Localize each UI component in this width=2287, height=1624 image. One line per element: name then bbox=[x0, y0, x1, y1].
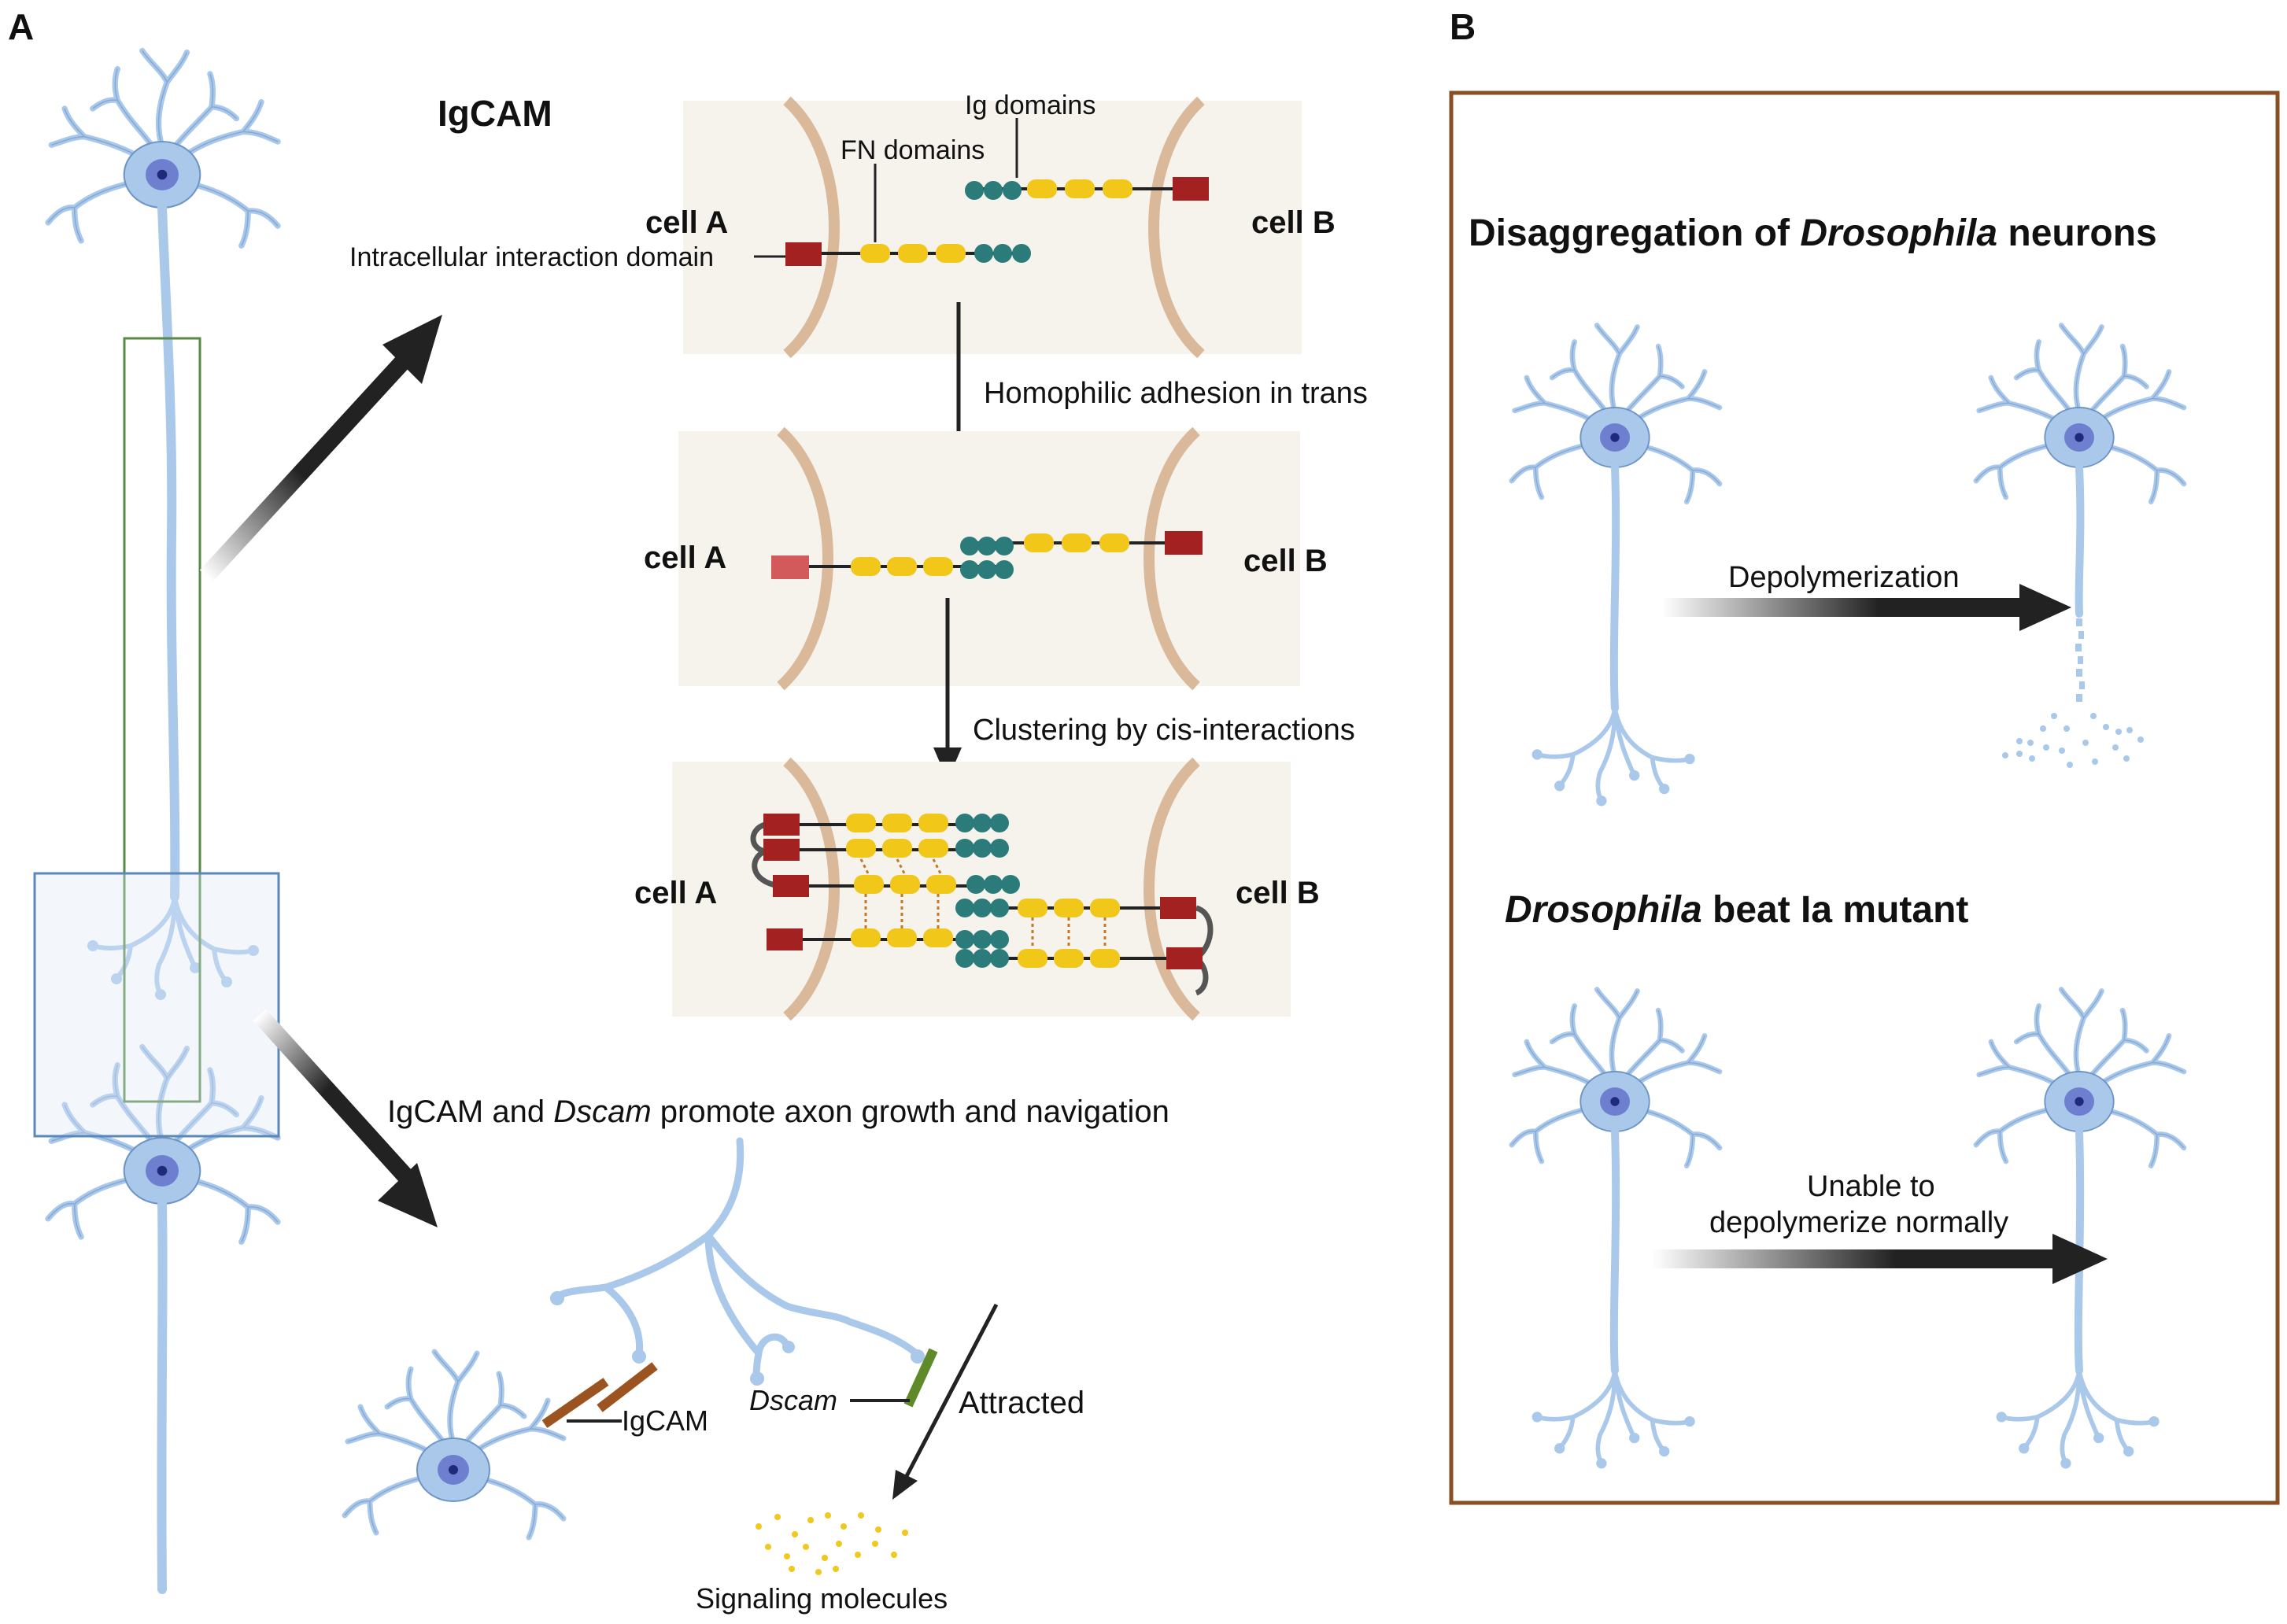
dscam-label: Dscam bbox=[749, 1384, 837, 1416]
panel-b-neuron-2-depolymerized bbox=[1976, 326, 2184, 768]
stage3-cell-a-label: cell A bbox=[634, 876, 717, 910]
depolymerization-arrow bbox=[1662, 584, 2071, 631]
axon-heading-prefix: IgCAM and bbox=[387, 1094, 553, 1129]
unable-arrow bbox=[1653, 1234, 2108, 1284]
dscam-rod bbox=[850, 1348, 938, 1408]
stage1-cell-a-label: cell A bbox=[645, 205, 728, 240]
arrow-to-igcam bbox=[199, 315, 442, 582]
stage2-molecules bbox=[771, 531, 1203, 579]
depolymerization-label: Depolymerization bbox=[1728, 561, 1960, 594]
panel-b-frame bbox=[1449, 90, 2280, 1505]
mutant-title: Drosophila beat Ia mutant bbox=[1505, 889, 1968, 931]
attracted-arrow bbox=[892, 1303, 999, 1500]
stage1-igcam-molecule-b bbox=[965, 177, 1209, 201]
stage-1-cells bbox=[683, 96, 1302, 359]
step2-label: Clustering by cis-interactions bbox=[973, 714, 1355, 747]
highlight-blue-box bbox=[33, 872, 280, 1138]
axon-growth-heading: IgCAM and Dscam promote axon growth and … bbox=[387, 1094, 1169, 1129]
attracted-label: Attracted bbox=[959, 1386, 1084, 1420]
cell-b-membrane bbox=[1148, 96, 1205, 359]
left-neuron-2-axon bbox=[157, 1198, 168, 1594]
stage1-igcam-molecule-a bbox=[785, 242, 1031, 266]
panel-b-label: B bbox=[1450, 6, 1476, 47]
mutant-title-suffix: beat Ia mutant bbox=[1702, 889, 1969, 931]
growth-cone-branches bbox=[550, 1137, 925, 1386]
intracellular-label: Intracellular interaction domain bbox=[349, 242, 714, 272]
ig-domains-label: Ig domains bbox=[965, 90, 1095, 120]
mutant-title-italic: Drosophila bbox=[1505, 889, 1702, 931]
panel-b-neuron-3 bbox=[1512, 990, 1720, 1469]
signaling-molecule-dots bbox=[756, 1512, 908, 1575]
axon-heading-italic: Dscam bbox=[553, 1094, 651, 1129]
igcam-rod-label: IgCAM bbox=[622, 1404, 708, 1437]
unable-label-line1: Unable to bbox=[1807, 1170, 1935, 1203]
fn-domains-label: FN domains bbox=[841, 135, 985, 165]
stage3-cell-b-label: cell B bbox=[1236, 876, 1320, 910]
panel-b-title-suffix: neurons bbox=[1997, 212, 2157, 254]
cell-a-membrane bbox=[783, 96, 840, 359]
igcam-title: IgCAM bbox=[438, 93, 552, 134]
arrow-to-axon-growth bbox=[253, 1009, 438, 1227]
signaling-molecules-label: Signaling molecules bbox=[696, 1582, 948, 1615]
step1-label: Homophilic adhesion in trans bbox=[984, 377, 1368, 410]
panel-b-title-italic: Drosophila bbox=[1800, 212, 1997, 254]
panel-b-neuron-1 bbox=[1512, 326, 1720, 806]
stage1-cell-b-label: cell B bbox=[1251, 205, 1336, 240]
unable-label-line2: depolymerize normally bbox=[1709, 1206, 2008, 1239]
panel-a-label: A bbox=[8, 6, 34, 47]
left-neuron bbox=[48, 51, 278, 1594]
panel-b-title: Disaggregation of Drosophila neurons bbox=[1469, 212, 2157, 254]
stage2-cell-b-label: cell B bbox=[1243, 544, 1328, 578]
axon-heading-suffix: promote axon growth and navigation bbox=[652, 1094, 1169, 1129]
stage-2-cells bbox=[678, 426, 1300, 691]
igcam-rods bbox=[541, 1362, 658, 1428]
highlight-green-box bbox=[123, 337, 201, 1103]
stage2-cell-a-label: cell A bbox=[644, 541, 726, 575]
target-neuron bbox=[345, 1352, 563, 1537]
stage3-clustered-molecules bbox=[750, 814, 1214, 996]
left-neuron-axon bbox=[157, 201, 180, 902]
panel-b-title-prefix: Disaggregation of bbox=[1469, 212, 1800, 254]
